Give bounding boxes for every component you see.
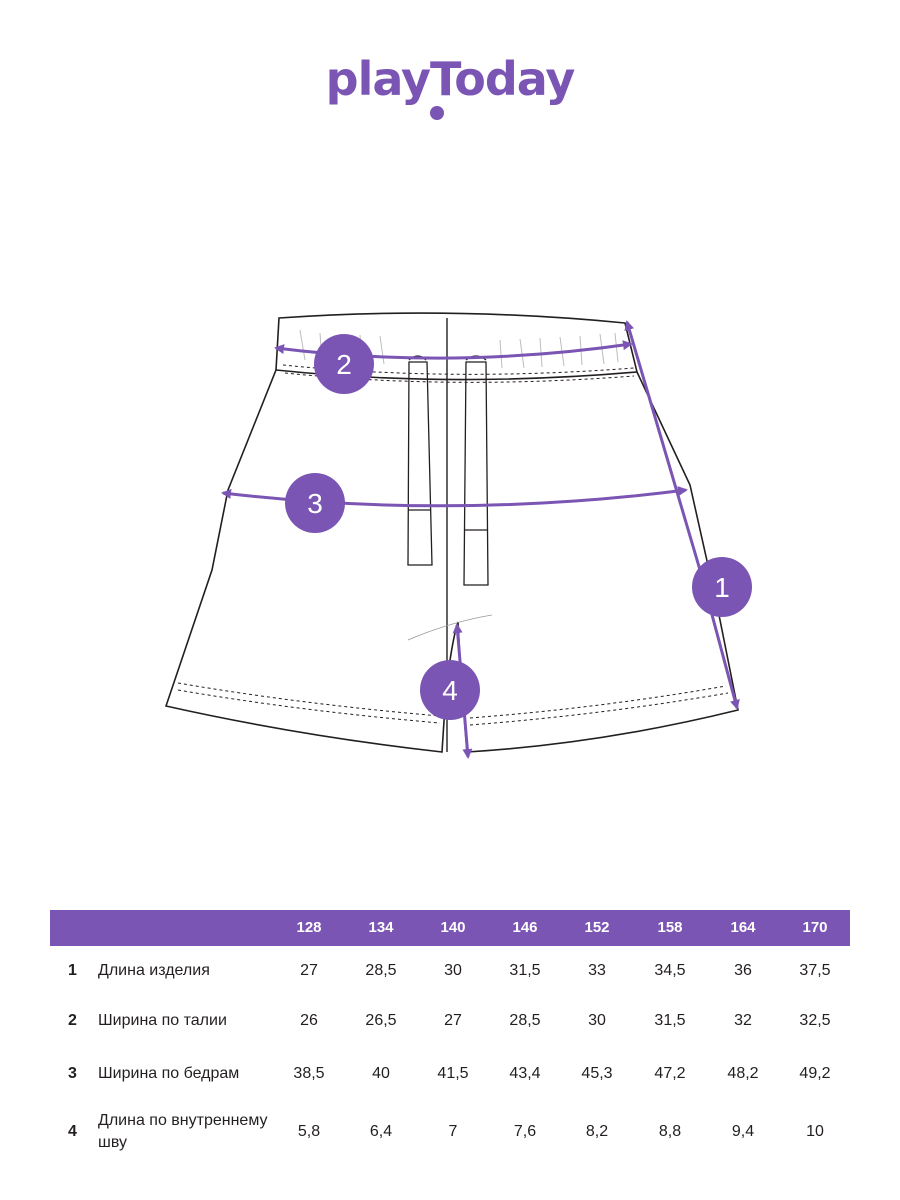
- table-row: 1 Длина изделия 27 28,5 30 31,5 33 34,5 …: [50, 946, 850, 996]
- table-cell: 37,5: [799, 962, 831, 979]
- marker-4: 4: [420, 660, 480, 720]
- table-row: 2 Ширина по талии 26 26,5 27 28,5 30 31,…: [50, 996, 850, 1046]
- table-cell: 7,6: [513, 1123, 537, 1140]
- size-header: 140: [440, 919, 466, 936]
- table-cell: 32,5: [799, 1012, 831, 1029]
- table-cell: 48,2: [727, 1065, 759, 1082]
- size-header: 134: [368, 919, 394, 936]
- marker-1: 1: [692, 557, 752, 617]
- table-cell: 7: [448, 1123, 458, 1140]
- table-cell: 34,5: [654, 962, 686, 979]
- size-header: 152: [584, 919, 610, 936]
- arrow-3-hips: [221, 486, 688, 508]
- row-number: 4: [68, 1123, 77, 1140]
- row-label: Длина изделия: [98, 962, 210, 979]
- table-cell: 28,5: [365, 962, 397, 979]
- shorts-measurement-drawing: 1 2 3 4: [164, 312, 752, 759]
- table-row: 4 Длина по внутреннему шву 5,8 6,4 7 7,6…: [50, 1107, 850, 1157]
- size-header: 170: [802, 919, 828, 936]
- marker-2-label: 2: [336, 349, 352, 380]
- table-cell: 41,5: [437, 1065, 469, 1082]
- marker-3: 3: [285, 473, 345, 533]
- row-label: Ширина по бедрам: [98, 1065, 240, 1082]
- table-cell: 5,8: [297, 1123, 321, 1140]
- measurement-arrows: [221, 320, 740, 759]
- size-header: 158: [657, 919, 683, 936]
- row-label: Длина по внутреннему шву: [98, 1112, 268, 1151]
- table-cell: 26: [300, 1012, 318, 1029]
- table-cell: 32: [734, 1012, 752, 1029]
- table-cell: 38,5: [293, 1065, 325, 1082]
- table-header: 128 134 140 146 152 158 164 170: [50, 910, 850, 946]
- table-row: 3 Ширина по бедрам 38,5 40 41,5 43,4 45,…: [50, 1049, 850, 1099]
- table-cell: 49,2: [799, 1065, 831, 1082]
- table-cell: 31,5: [509, 962, 541, 979]
- size-chart-table: 128 134 140 146 152 158 164 170 1 Длина …: [50, 910, 850, 1151]
- brand-logo-dot: [430, 106, 444, 120]
- marker-2: 2: [314, 334, 374, 394]
- table-cell: 45,3: [581, 1065, 613, 1082]
- table-cell: 10: [806, 1123, 824, 1140]
- table-cell: 33: [588, 962, 606, 979]
- table-cell: 43,4: [509, 1065, 541, 1082]
- row-number: 3: [68, 1065, 77, 1082]
- table-cell: 47,2: [654, 1065, 686, 1082]
- table-cell: 30: [588, 1012, 606, 1029]
- table-cell: 9,4: [731, 1123, 755, 1140]
- table-cell: 30: [444, 962, 462, 979]
- marker-3-label: 3: [307, 488, 323, 519]
- table-cell: 27: [300, 962, 318, 979]
- row-label: Ширина по талии: [98, 1012, 227, 1029]
- brand-logo: playToday: [325, 52, 576, 106]
- table-cell: 27: [444, 1012, 462, 1029]
- table-cell: 6,4: [369, 1123, 393, 1140]
- row-number: 2: [68, 1012, 77, 1029]
- table-cell: 26,5: [365, 1012, 397, 1029]
- size-header: 146: [512, 919, 538, 936]
- table-cell: 28,5: [509, 1012, 541, 1029]
- table-cell: 8,8: [658, 1123, 682, 1140]
- row-number: 1: [68, 962, 77, 979]
- marker-4-label: 4: [442, 675, 458, 706]
- size-header: 128: [296, 919, 322, 936]
- table-cell: 36: [734, 962, 752, 979]
- table-cell: 31,5: [654, 1012, 686, 1029]
- size-header: 164: [730, 919, 756, 936]
- arrow-1-length: [624, 320, 740, 710]
- marker-1-label: 1: [714, 572, 730, 603]
- table-cell: 40: [372, 1065, 390, 1082]
- table-cell: 8,2: [585, 1123, 609, 1140]
